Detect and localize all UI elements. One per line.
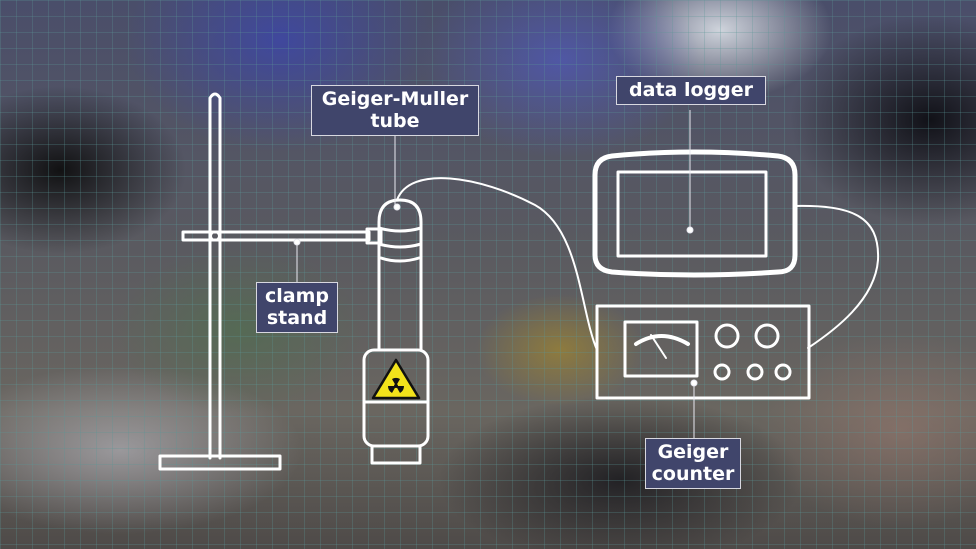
label-geiger-muller-tube-line2: tube — [370, 110, 420, 132]
clamp-jaw — [365, 227, 383, 245]
label-clamp-stand: clamp stand — [256, 282, 338, 333]
stand-base — [158, 454, 282, 471]
label-geiger-counter: Geiger counter — [645, 438, 741, 489]
clamp-boss — [210, 231, 220, 241]
label-geiger-muller-tube-line1: Geiger-Muller — [321, 88, 469, 110]
gm-tube-foot — [370, 444, 422, 465]
gm-tube-band-3 — [379, 256, 421, 263]
label-geiger-counter-line1: Geiger — [657, 441, 729, 463]
counter-knob-1 — [714, 323, 740, 349]
meter-window — [623, 320, 699, 378]
geiger-muller-tube — [362, 198, 430, 465]
label-data-logger: data logger — [616, 76, 766, 105]
clamp-stand — [158, 92, 383, 471]
gm-tube-band-2 — [377, 242, 423, 249]
meter-scale — [634, 334, 690, 346]
cable-tube-to-counter — [396, 177, 598, 351]
clamp-arm — [181, 230, 371, 242]
counter-button-2 — [746, 363, 764, 381]
gm-tube-band-1 — [377, 226, 423, 233]
label-data-logger-line1: data logger — [629, 79, 753, 101]
counter-button-3 — [774, 363, 792, 381]
data-logger — [592, 149, 798, 278]
data-logger-case — [592, 149, 798, 278]
cable-logger-to-counter — [794, 204, 880, 349]
counter-knob-2 — [754, 323, 780, 349]
geiger-counter — [595, 304, 811, 400]
dot-data-logger — [686, 226, 694, 234]
radiation-hazard-icon — [371, 358, 421, 400]
label-geiger-counter-line2: counter — [651, 463, 735, 485]
geiger-counter-case — [595, 304, 811, 400]
label-clamp-stand-line2: stand — [266, 307, 328, 329]
meter-needle — [650, 334, 667, 359]
dot-geiger-counter — [690, 379, 698, 387]
label-clamp-stand-line1: clamp — [265, 285, 329, 307]
dot-gm-tube — [393, 203, 401, 211]
label-geiger-muller-tube: Geiger-Muller tube — [311, 85, 479, 136]
gm-tube-body — [377, 198, 423, 352]
stand-rod — [208, 92, 222, 460]
dot-clamp-stand — [293, 238, 301, 246]
counter-button-1 — [713, 363, 731, 381]
data-logger-screen — [616, 170, 768, 258]
